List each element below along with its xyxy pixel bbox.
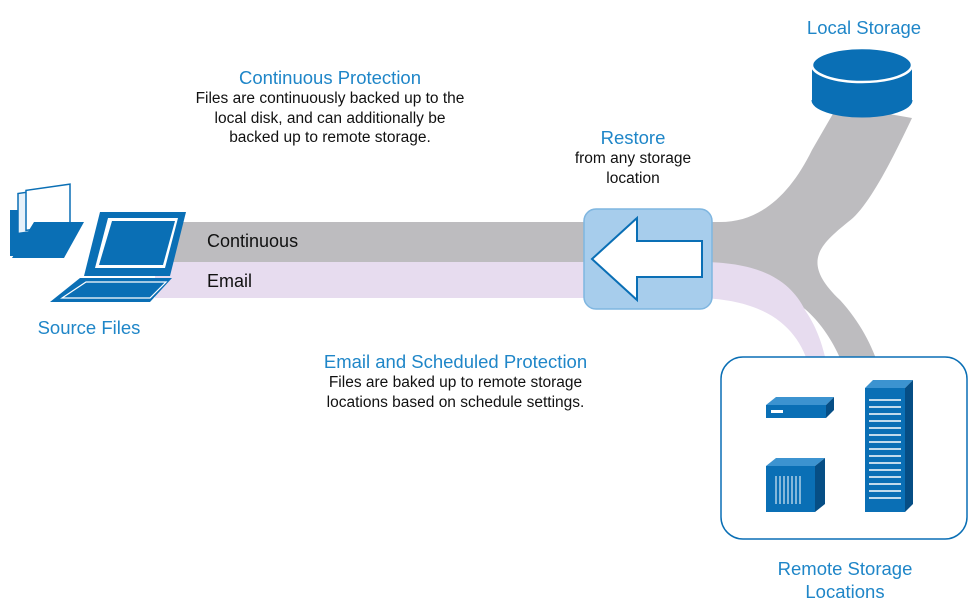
restore-desc-1: from any storage xyxy=(574,150,692,168)
email-scheduled-title: Email and Scheduled Protection xyxy=(323,351,588,372)
remote-storage-label-1: Remote Storage xyxy=(777,558,913,579)
email-pipe-label: Email xyxy=(207,271,253,291)
remote-storage-box xyxy=(720,356,968,540)
restore-title: Restore xyxy=(600,127,666,148)
remote-storage-label-2: Locations xyxy=(805,581,885,603)
email-scheduled-desc-1: Files are baked up to remote storage xyxy=(328,374,583,392)
continuous-protection-desc-2: local disk, and can additionally be xyxy=(214,109,446,127)
restore-desc-2: location xyxy=(606,169,660,187)
email-scheduled-block: Email and Scheduled Protection Files are… xyxy=(253,350,658,412)
laptop-icon xyxy=(50,212,186,302)
server-rack-icon xyxy=(865,380,913,512)
continuous-protection-title: Continuous Protection xyxy=(238,67,422,88)
disk-array-icon xyxy=(766,458,825,512)
continuous-protection-desc-1: Files are continuously backed up to the xyxy=(195,90,465,108)
continuous-pipe xyxy=(155,105,912,370)
email-scheduled-desc-2: locations based on schedule settings. xyxy=(326,393,585,411)
network-device-icon xyxy=(766,397,834,418)
local-storage-label: Local Storage xyxy=(806,17,922,38)
continuous-protection-desc-3: backed up to remote storage. xyxy=(229,128,431,146)
database-cylinder-icon xyxy=(810,46,914,118)
continuous-pipe-label: Continuous xyxy=(207,231,299,251)
continuous-protection-block: Continuous Protection Files are continuo… xyxy=(130,66,530,147)
restore-block: Restore from any storage location xyxy=(548,126,718,188)
source-files-label: Source Files xyxy=(37,317,141,338)
remote-storage-label: Remote Storage Locations xyxy=(742,557,948,603)
restore-arrow-icon xyxy=(583,208,713,310)
folder-icon xyxy=(10,183,84,258)
